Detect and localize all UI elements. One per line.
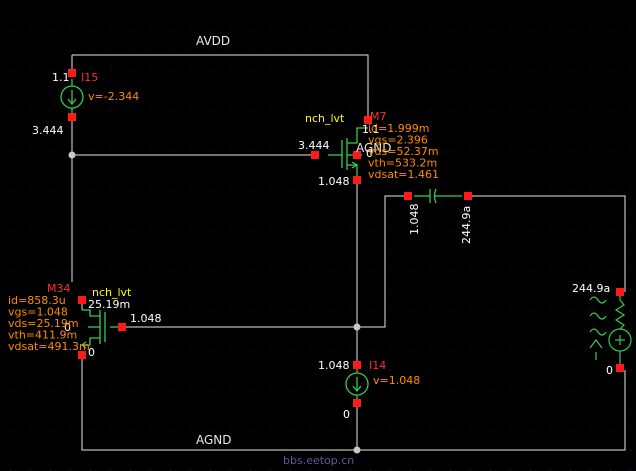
pin[interactable] [364,116,372,124]
ammeter-symbol[interactable] [414,188,462,204]
net-label-agnd[interactable]: AGND [196,433,232,447]
wire-ammeter-out[interactable] [468,195,626,292]
junction-dot [353,323,361,331]
junction-dot [68,151,76,159]
pin[interactable] [68,113,76,121]
pin[interactable] [78,296,86,304]
m7-params: id=1.999mvgs=2.396vds=52.37mvth=533.2mvd… [368,122,439,181]
m34-param: vds=25.19m [8,317,79,330]
i14-param: v=1.048 [373,374,420,387]
junction-dots [68,151,361,454]
m34-gate-value: 1.048 [130,312,162,325]
i15-top-value: 1.1 [52,71,70,84]
m34-params: id=858.3uvgs=1.048vds=25.19mvth=411.9mvd… [8,294,90,353]
m7-param: vth=533.2m [368,157,437,170]
junction-dot [353,446,361,454]
m7-name: M7 [370,110,387,123]
i14-name: I14 [369,359,386,372]
pin[interactable] [404,192,412,200]
net-label-avdd[interactable]: AVDD [196,34,230,48]
pin[interactable] [78,351,86,359]
i14-bottom-value: 0 [343,408,350,421]
m34-cell: nch_lvt [92,286,132,299]
m7-bulk-value: 0 [366,147,373,160]
m34-param: vgs=1.048 [8,306,68,319]
i14-top-value: 1.048 [318,359,350,372]
pin[interactable] [118,323,126,331]
pins [68,69,624,407]
m7-param: vds=52.37m [368,145,439,158]
i15-name: I15 [81,71,98,84]
i15-bottom-value: 3.444 [32,124,64,137]
m34-bulk-value: 0 [64,321,71,334]
m34-param: vth=411.9m [8,329,77,342]
i15-current-source[interactable] [60,79,84,115]
m34-param: id=858.3u [8,294,66,307]
m7-param: vgs=2.396 [368,134,428,147]
pin[interactable] [464,192,472,200]
ammeter-left-value: 1.048 [408,204,421,236]
m34-name: M34 [47,282,71,295]
m34-drain-value: 25.19m [88,298,130,311]
ammeter-right-value: 244.9a [460,206,473,244]
i14-current-source[interactable] [345,365,369,402]
canvas-grid [10,10,631,471]
pin[interactable] [616,288,624,296]
pin[interactable] [68,69,76,77]
m7-param: id=1.999m [368,122,429,135]
vsrc-top-value: 244.9a [572,282,610,295]
wire-avdd[interactable] [72,54,369,120]
m7-source-value: 1.048 [318,175,350,188]
m7-param: vdsat=1.461 [368,168,439,181]
m7-gate-value: 3.444 [298,139,330,152]
wire-out-node[interactable] [357,195,408,328]
i15-param: v=-2.344 [88,90,139,103]
pin[interactable] [353,151,361,159]
net-label-agnd-m7[interactable]: AGND [356,141,392,155]
pin[interactable] [616,364,624,372]
m34-source-value: 0 [88,346,95,359]
vsrc-bottom-value: 0 [606,364,613,377]
pin[interactable] [353,176,361,184]
pin[interactable] [311,151,319,159]
m34-transistor[interactable] [80,309,118,349]
m7-cell: nch_lvt [305,112,345,125]
watermark: bbs.eetop.cn [283,454,354,467]
pin[interactable] [353,399,361,407]
pin[interactable] [353,361,361,369]
m34-param: vdsat=491.3m [8,340,90,353]
m7-drain-value: 1.1 [362,123,380,136]
